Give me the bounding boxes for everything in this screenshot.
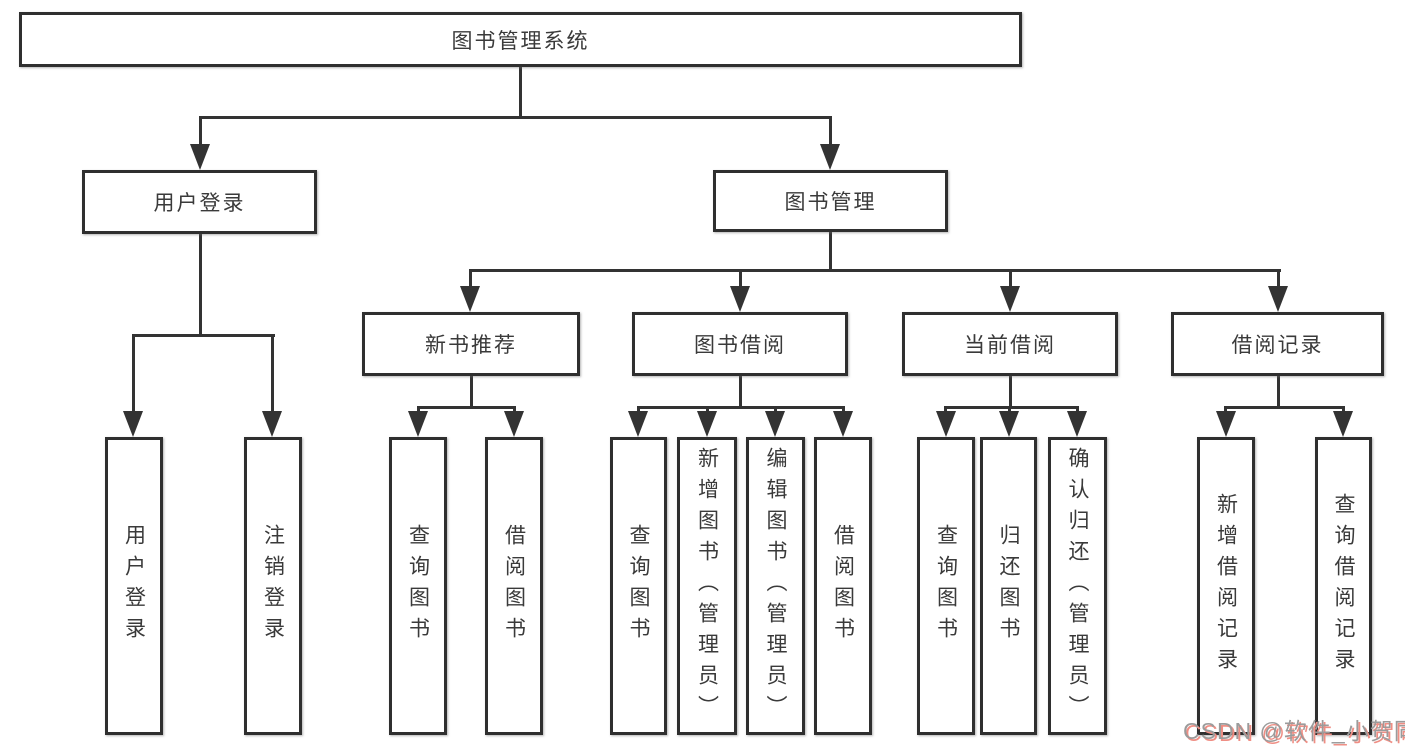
- leaf-logout-label: 注销登录: [261, 524, 285, 648]
- leaf-borrow-books-2: 借阅图书: [814, 437, 872, 735]
- connector: [519, 67, 522, 117]
- connector: [199, 234, 202, 337]
- leaf-borrow-books-2-label: 借阅图书: [831, 524, 855, 648]
- arrow-down-icon: [697, 411, 717, 437]
- connector: [944, 406, 1079, 409]
- arrow-down-icon: [999, 411, 1019, 437]
- leaf-query-borrow-record-label: 查询借阅记录: [1332, 493, 1355, 679]
- connector: [739, 271, 742, 299]
- arrow-down-icon: [1268, 286, 1288, 312]
- arrow-down-icon: [730, 286, 750, 312]
- node-current-borrowing: 当前借阅: [902, 312, 1118, 376]
- leaf-borrow-books-1: 借阅图书: [485, 437, 543, 735]
- leaf-borrow-books-1-label: 借阅图书: [502, 524, 526, 648]
- connector: [199, 116, 832, 119]
- node-book-management-label: 图书管理: [784, 191, 877, 214]
- leaf-edit-book-admin: 编辑图书（管理员）: [746, 437, 805, 735]
- leaf-add-borrow-record-label: 新增借阅记录: [1214, 493, 1238, 679]
- arrow-down-icon: [123, 411, 143, 437]
- arrow-down-icon: [1216, 411, 1236, 437]
- leaf-query-books-1: 查询图书: [389, 437, 447, 735]
- arrow-down-icon: [936, 411, 956, 437]
- csdn-watermark: CSDN @软件_小贺同学: [1183, 718, 1405, 744]
- leaf-return-book: 归还图书: [980, 437, 1037, 735]
- connector: [1009, 271, 1012, 299]
- leaf-user-login-label: 用户登录: [122, 524, 146, 648]
- node-book-borrowing-label: 图书借阅: [694, 334, 786, 357]
- arrow-down-icon: [408, 411, 428, 437]
- node-current-borrowing-label: 当前借阅: [964, 334, 1056, 357]
- node-user-login-label: 用户登录: [153, 192, 246, 215]
- connector: [829, 232, 832, 272]
- arrow-down-icon: [765, 411, 785, 437]
- leaf-query-books-3-label: 查询图书: [934, 524, 958, 648]
- connector: [469, 269, 1281, 272]
- leaf-edit-book-admin-label: 编辑图书（管理员）: [764, 446, 787, 726]
- leaf-add-borrow-record: 新增借阅记录: [1197, 437, 1255, 735]
- connector: [1224, 406, 1345, 409]
- node-new-book-recommend-label: 新书推荐: [425, 334, 517, 357]
- node-root-label: 图书管理系统: [451, 29, 590, 53]
- connector: [1277, 376, 1280, 409]
- leaf-query-borrow-record: 查询借阅记录: [1315, 437, 1372, 735]
- arrow-down-icon: [460, 286, 480, 312]
- arrow-down-icon: [1000, 286, 1020, 312]
- leaf-query-books-3: 查询图书: [917, 437, 975, 735]
- connector: [739, 376, 742, 409]
- leaf-return-book-label: 归还图书: [997, 524, 1020, 648]
- leaf-add-book-admin: 新增图书（管理员）: [677, 437, 737, 735]
- leaf-user-login: 用户登录: [105, 437, 163, 735]
- arrow-down-icon: [820, 144, 840, 170]
- leaf-query-books-1-label: 查询图书: [406, 524, 430, 648]
- connector: [469, 271, 472, 299]
- leaf-add-book-admin-label: 新增图书（管理员）: [695, 446, 719, 726]
- connector: [132, 334, 275, 337]
- arrow-down-icon: [1067, 411, 1087, 437]
- node-book-borrowing: 图书借阅: [632, 312, 848, 376]
- connector: [199, 117, 202, 150]
- connector: [417, 406, 516, 409]
- arrow-down-icon: [504, 411, 524, 437]
- leaf-query-books-2: 查询图书: [610, 437, 667, 735]
- node-book-management: 图书管理: [713, 170, 948, 232]
- node-borrowing-records-label: 借阅记录: [1231, 334, 1324, 357]
- arrow-down-icon: [628, 411, 648, 437]
- node-new-book-recommend: 新书推荐: [362, 312, 580, 376]
- leaf-query-books-2-label: 查询图书: [627, 524, 650, 648]
- connector: [829, 117, 832, 150]
- node-user-login: 用户登录: [82, 170, 317, 234]
- node-borrowing-records: 借阅记录: [1171, 312, 1384, 376]
- arrow-down-icon: [833, 411, 853, 437]
- arrow-down-icon: [1333, 411, 1353, 437]
- leaf-logout: 注销登录: [244, 437, 302, 735]
- connector: [470, 376, 473, 409]
- connector: [1009, 376, 1012, 409]
- arrow-down-icon: [262, 411, 282, 437]
- connector: [637, 406, 845, 409]
- node-root: 图书管理系统: [19, 12, 1022, 67]
- connector: [132, 336, 135, 421]
- leaf-confirm-return-admin-label: 确认归还（管理员）: [1066, 446, 1089, 726]
- connector: [271, 336, 274, 421]
- arrow-down-icon: [190, 144, 210, 170]
- connector: [1277, 271, 1280, 299]
- leaf-confirm-return-admin: 确认归还（管理员）: [1048, 437, 1107, 735]
